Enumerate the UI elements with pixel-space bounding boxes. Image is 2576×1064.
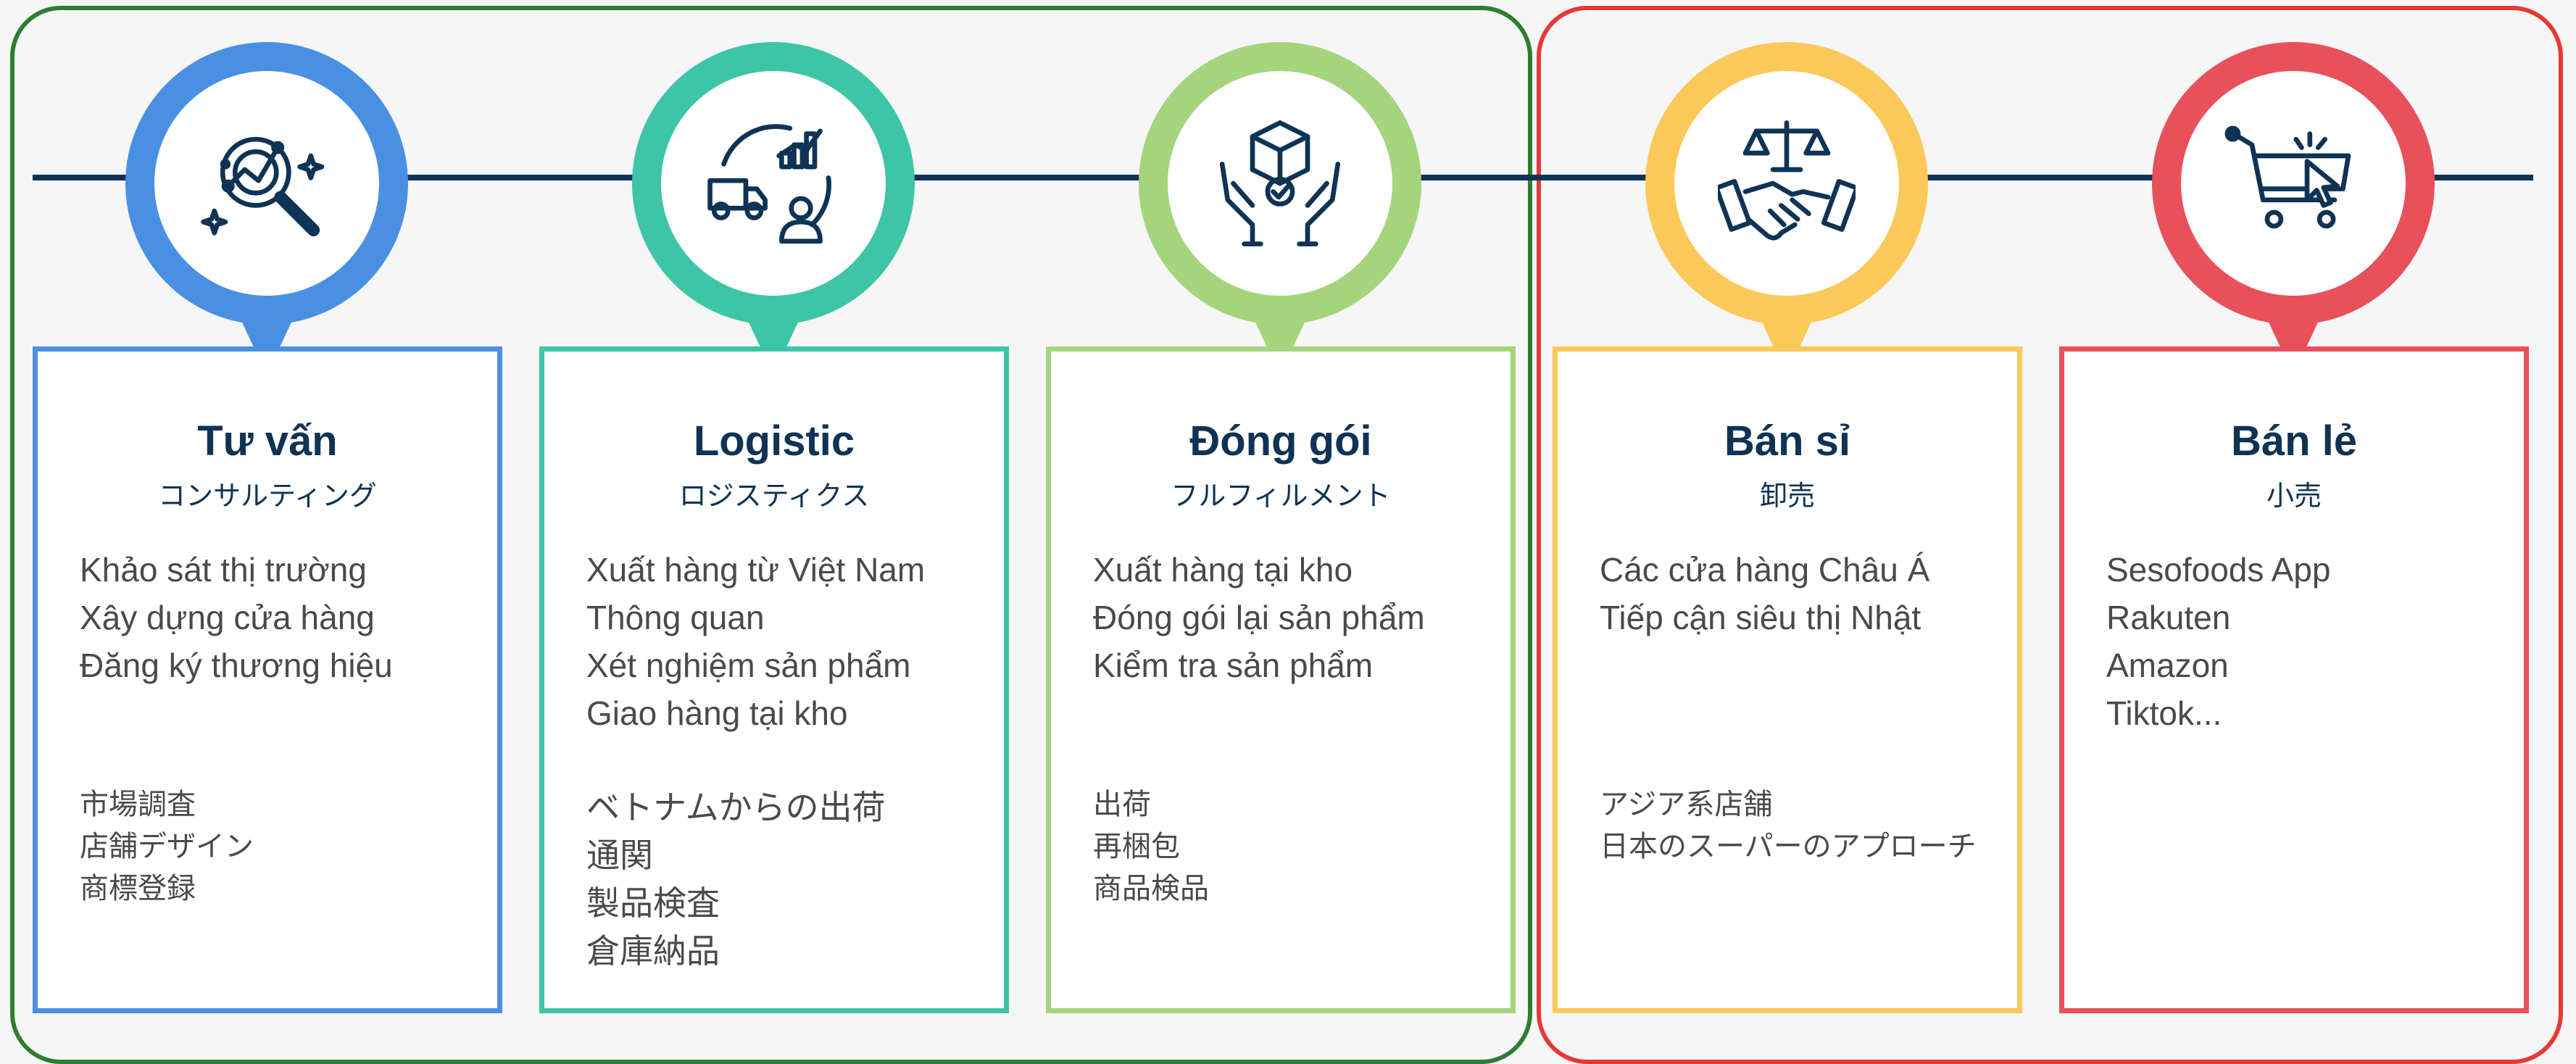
card-subtitle: コンサルティング xyxy=(158,481,377,512)
card-list-ja: 出荷 再梱包 商品検品 xyxy=(1093,784,1496,910)
card-list-vi: Xuất hàng tại kho Đóng gói lại sản phẩm … xyxy=(1093,546,1496,689)
step-pin-packaging xyxy=(1139,42,1421,375)
sales-channels-group-frame xyxy=(1537,6,2563,1064)
logistics-truck-icon xyxy=(707,124,831,244)
list-item: Xét nghiệm sản phẩm xyxy=(586,647,911,684)
list-item: Đóng gói lại sản phẩm xyxy=(1093,599,1425,636)
list-item: 日本のスーパーのアプローチ xyxy=(1600,831,1977,863)
packaging-card: Đóng gói フルフィルメント Xuất hàng tại kho Đóng… xyxy=(1046,346,1516,1013)
list-item: 倉庫納品 xyxy=(586,932,720,970)
list-item: Tiếp cận siêu thị Nhật xyxy=(1600,599,1921,636)
logistic-icon-circle xyxy=(661,71,886,296)
list-item: Xuất hàng từ Việt Nam xyxy=(586,551,926,589)
list-item: Giao hàng tại kho xyxy=(586,694,848,732)
packaging-box-hands-icon xyxy=(1219,120,1341,246)
card-list-ja: ベトナムからの出荷 通関 製品検査 倉庫納品 xyxy=(586,784,989,975)
list-item: Kiểm tra sản phẩm xyxy=(1093,647,1374,684)
list-item: 市場調査 xyxy=(80,789,196,820)
retail-card: Bán lẻ 小売 Sesofoods App Rakuten Amazon T… xyxy=(2059,346,2529,1013)
card-list-vi: Khảo sát thị trường Xây dựng cửa hàng Đă… xyxy=(80,546,483,689)
card-list-vi: Sesofoods App Rakuten Amazon Tiktok... xyxy=(2106,546,2509,737)
card-subtitle: フルフィルメント xyxy=(1171,481,1391,512)
card-subtitle: 卸売 xyxy=(1759,481,1815,512)
card-list-vi: Xuất hàng từ Việt Nam Thông quan Xét ngh… xyxy=(586,546,989,737)
card-title: Logistic xyxy=(693,417,855,465)
logistic-card: Logistic ロジスティクス Xuất hàng từ Việt Nam T… xyxy=(539,346,1009,1013)
wholesale-card: Bán sỉ 卸売 Các cửa hàng Châu Á Tiếp cận s… xyxy=(1553,346,2022,1013)
card-title: Bán lẻ xyxy=(2230,417,2358,465)
upstream-services-group-frame xyxy=(10,6,1532,1064)
packaging-icon-circle xyxy=(1168,71,1392,296)
card-title: Đóng gói xyxy=(1189,417,1372,465)
list-item: ベトナムからの出荷 xyxy=(586,789,886,826)
list-item: Khảo sát thị trường xyxy=(80,551,367,589)
card-title: Bán sỉ xyxy=(1724,417,1851,465)
list-item: 製品検査 xyxy=(586,884,720,922)
list-item: 商品検品 xyxy=(1093,873,1209,905)
card-subtitle: 小売 xyxy=(2266,481,2322,512)
retail-cart-icon xyxy=(2224,125,2351,229)
list-item: 出荷 xyxy=(1093,789,1151,820)
list-item: アジア系店舗 xyxy=(1600,789,1773,820)
list-item: Xuất hàng tại kho xyxy=(1093,551,1353,589)
card-list-vi: Các cửa hàng Châu Á Tiếp cận siêu thị Nh… xyxy=(1600,546,2003,641)
list-item: Thông quan xyxy=(586,599,765,636)
list-item: Tiktok... xyxy=(2106,694,2222,732)
wholesale-handshake-icon xyxy=(1718,120,1856,241)
wholesale-icon-circle xyxy=(1674,71,1899,296)
list-item: Amazon xyxy=(2106,647,2229,684)
step-pin-wholesale xyxy=(1645,42,1928,375)
list-item: Đăng ký thương hiệu xyxy=(80,647,393,684)
list-item: Các cửa hàng Châu Á xyxy=(1600,551,1930,589)
list-item: 再梱包 xyxy=(1093,831,1180,863)
step-pin-consulting xyxy=(125,42,408,375)
consulting-card: Tư vấn コンサルティング Khảo sát thị trường Xây … xyxy=(33,346,502,1013)
card-list-ja: 市場調査 店舗デザイン 商標登録 xyxy=(80,784,483,910)
card-list-ja: アジア系店舗 日本のスーパーのアプローチ xyxy=(1600,784,2003,868)
step-pin-retail xyxy=(2152,42,2435,375)
step-pin-logistic xyxy=(632,42,915,375)
list-item: Sesofoods App xyxy=(2106,551,2331,589)
card-title: Tư vấn xyxy=(197,417,338,465)
list-item: 商標登録 xyxy=(80,873,196,905)
list-item: 店舗デザイン xyxy=(80,831,254,863)
consulting-icon-circle xyxy=(154,71,379,296)
retail-icon-circle xyxy=(2181,71,2406,296)
list-item: Xây dựng cửa hàng xyxy=(80,599,375,636)
card-subtitle: ロジスティクス xyxy=(678,481,870,512)
list-item: Rakuten xyxy=(2106,599,2231,636)
consulting-magnifier-icon xyxy=(201,136,325,237)
list-item: 通関 xyxy=(586,836,653,874)
